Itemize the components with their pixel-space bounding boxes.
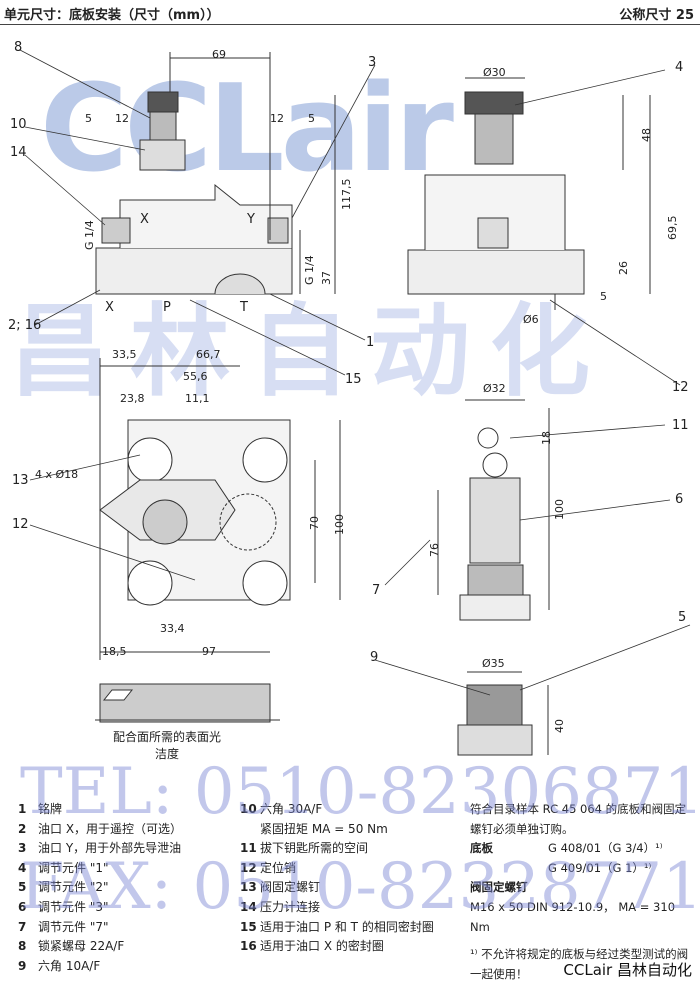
callout-12: 12	[12, 517, 29, 532]
dim-18-5: 18,5	[102, 645, 127, 658]
callout-12: 12	[672, 380, 689, 395]
dim-5: 5	[308, 112, 315, 125]
legend-item: 紧固扭矩 MA = 50 Nm	[260, 821, 388, 836]
dim-dia35: Ø35	[482, 657, 505, 670]
page-title: 单元尺寸：底板安装（尺寸（mm））	[4, 8, 220, 23]
dim-117-5: 117,5	[340, 178, 353, 211]
subplate-row: G 409/01（G 1）¹⁾	[548, 860, 652, 875]
callout-15: 15	[345, 372, 362, 387]
top-view	[99, 358, 341, 660]
callout-10: 10	[10, 117, 27, 132]
dim-33-4: 33,4	[160, 622, 185, 635]
dim-37: 37	[320, 271, 333, 285]
header-divider	[0, 24, 700, 25]
dim-76: 76	[428, 543, 441, 557]
thread-g14: G 1/4	[303, 255, 316, 285]
callout-9: 9	[370, 650, 379, 665]
callout-3: 3	[368, 55, 377, 70]
dim-23-8: 23,8	[120, 392, 145, 405]
dim-5: 5	[85, 112, 92, 125]
dim-5: 5	[600, 290, 607, 303]
watermark-tel: TEL: 0510-82306871	[20, 755, 700, 829]
dim-69-5: 69,5	[666, 215, 679, 241]
port-x: X	[105, 300, 114, 315]
side-view	[407, 77, 651, 310]
callout-7: 7	[372, 583, 381, 598]
screws-label: 阀固定螺钉	[470, 880, 528, 895]
port-y-label: Y	[247, 212, 255, 227]
brand-logo: CCLair 昌林自动化	[563, 961, 692, 979]
dim-33-5: 33,5	[112, 348, 137, 361]
dim-12: 12	[115, 112, 129, 125]
dim-100: 100	[553, 499, 566, 520]
dim-26: 26	[617, 261, 630, 275]
callout-1: 1	[366, 335, 375, 350]
screws-spec: M16 x 50 DIN 912-10.9， MA = 310 Nm	[470, 899, 676, 934]
surface-finish-caption: 配合面所需的表面光洁度	[112, 730, 221, 761]
front-view	[95, 52, 336, 295]
watermark-fax: FAX: 0510-82328771	[20, 850, 700, 924]
dim-40: 40	[553, 719, 566, 733]
dim-97: 97	[202, 645, 216, 658]
dim-11-1: 11,1	[185, 392, 210, 405]
dim-18: 18	[540, 431, 553, 445]
dim-100: 100	[333, 514, 346, 535]
dim-70: 70	[308, 516, 321, 530]
callout-13: 13	[12, 473, 29, 488]
dim-12: 12	[270, 112, 284, 125]
port-t: T	[240, 300, 248, 315]
watermark-company: 昌林自动化	[10, 293, 610, 410]
callout-6: 6	[675, 492, 684, 507]
footnote: ¹⁾ 不允许将规定的底板与经过类型测试的阀一起使用！	[470, 947, 689, 981]
technical-drawing	[19, 49, 691, 756]
callout-4: 4	[675, 60, 684, 75]
dim-48: 48	[640, 128, 653, 142]
nominal-size: 公称尺寸 25	[619, 8, 694, 23]
order-note: 符合目录样本 RC 45 064 的底板和阀固定螺钉必须单独订购。	[470, 802, 687, 836]
callout-2-16: 2; 16	[8, 318, 42, 333]
thread-g14: G 1/4	[83, 220, 96, 250]
port-x-label: X	[140, 212, 149, 227]
callout-8: 8	[14, 40, 23, 55]
dim-dia30: Ø30	[483, 66, 506, 79]
callout-11: 11	[672, 418, 689, 433]
element-side-view	[437, 399, 550, 756]
watermark-logo: CCLair	[40, 60, 454, 199]
port-p: P	[163, 300, 171, 315]
leader-lines	[19, 49, 691, 696]
callout-5: 5	[678, 610, 687, 625]
dim-dia6: Ø6	[523, 313, 539, 326]
dim-4xdia18: 4 x Ø18	[35, 468, 79, 481]
dim-66-7: 66,7	[196, 348, 221, 361]
dim-dia32: Ø32	[483, 382, 506, 395]
dim-69: 69	[212, 48, 226, 61]
dim-55-6: 55,6	[183, 370, 208, 383]
surface-finish-symbol	[95, 683, 280, 723]
callout-14: 14	[10, 145, 27, 160]
